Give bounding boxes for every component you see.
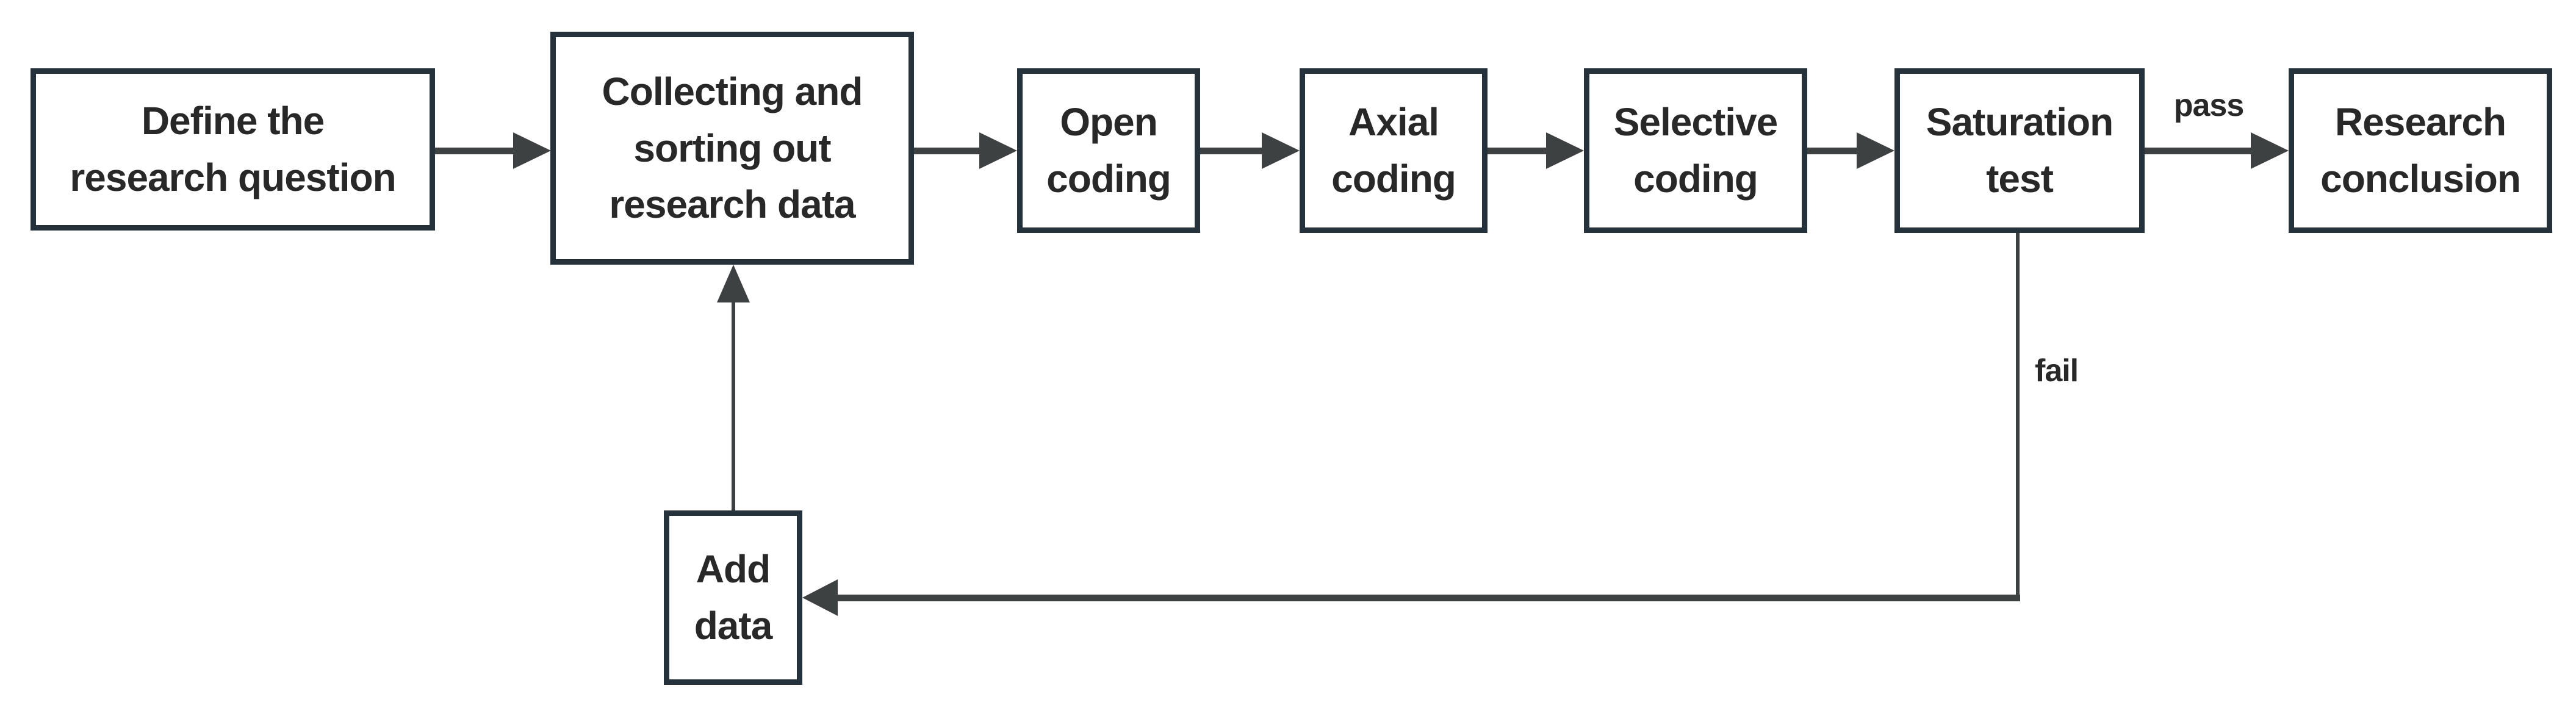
add-data-to-collecting-line (732, 299, 735, 510)
arrowhead-fail-to-add-data-icon (802, 579, 838, 616)
node-axial-coding: Axial coding (1300, 68, 1488, 233)
node-define-research-question: Define the research question (31, 68, 435, 231)
arrowhead-axial-to-selective-icon (1546, 132, 1584, 169)
arrow-open-to-axial-line (1200, 148, 1264, 154)
node-research-conclusion-label: Research conclusion (2320, 100, 2521, 201)
node-axial-coding-label: Axial coding (1331, 100, 1456, 201)
node-add-data-label: Add data (694, 547, 773, 648)
arrow-saturation-to-conclusion-line (2145, 148, 2253, 154)
node-selective-coding: Selective coding (1584, 68, 1807, 233)
node-collecting-label: Collecting and sorting out research data (602, 69, 863, 227)
node-saturation-test: Saturation test (1894, 68, 2145, 233)
arrow-selective-to-saturation-line (1807, 148, 1859, 154)
arrowhead-selective-to-saturation-icon (1857, 132, 1894, 169)
arrow-axial-to-selective-line (1488, 148, 1549, 154)
arrowhead-define-to-collecting-icon (513, 132, 551, 169)
arrowhead-collecting-to-open-icon (979, 132, 1017, 169)
node-add-data: Add data (664, 510, 802, 685)
node-define-label: Define the research question (70, 99, 396, 199)
node-selective-coding-label: Selective coding (1613, 100, 1779, 201)
edge-label-fail: fail (2035, 353, 2079, 388)
node-saturation-test-label: Saturation test (1926, 100, 2114, 201)
arrowhead-add-data-to-collecting-icon (717, 265, 750, 302)
node-research-conclusion: Research conclusion (2289, 68, 2552, 233)
arrow-collecting-to-open-line (914, 148, 982, 154)
node-open-coding: Open coding (1017, 68, 1200, 233)
fail-path-horizontal-line (835, 595, 2020, 601)
node-collecting-sorting-data: Collecting and sorting out research data (550, 32, 914, 265)
arrowhead-saturation-to-conclusion-icon (2251, 132, 2289, 169)
arrow-define-to-collecting-line (435, 148, 516, 154)
edge-label-pass: pass (2173, 88, 2245, 123)
arrowhead-open-to-axial-icon (1262, 132, 1300, 169)
fail-path-vertical-line (2016, 233, 2020, 601)
node-open-coding-label: Open coding (1046, 100, 1171, 201)
